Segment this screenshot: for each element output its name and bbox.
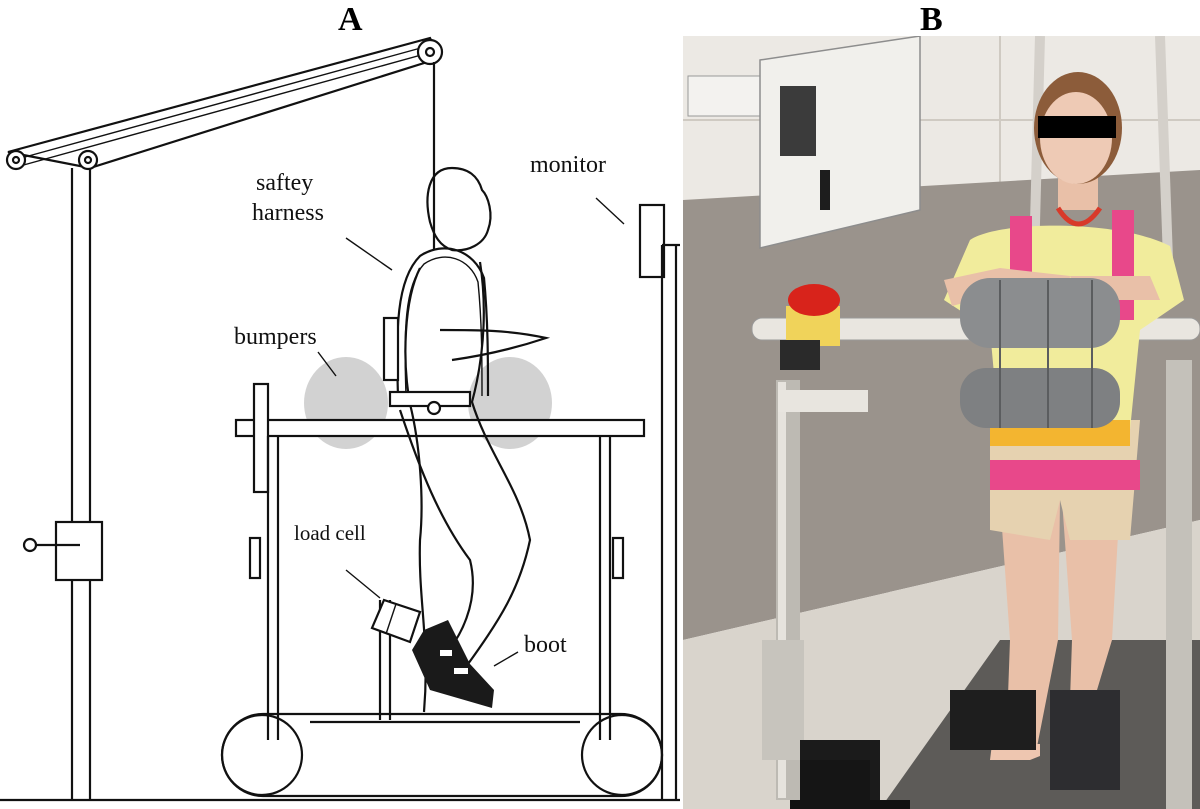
overhead-boom	[5, 36, 444, 171]
photo-monitor	[687, 36, 921, 249]
panel-b-label: B	[920, 1, 943, 38]
boot-label: boot	[524, 632, 567, 658]
harness-leader	[345, 237, 393, 271]
load-cell-leader	[345, 569, 381, 599]
safety-label-line1: saftey	[256, 170, 313, 196]
photo-bumpers	[960, 278, 1120, 428]
photo-emergency-stop	[780, 284, 840, 370]
photo-face-bar	[1038, 116, 1116, 138]
photo-rope-right	[1155, 36, 1173, 261]
bumpers-leader	[317, 351, 337, 377]
bumpers-label: bumpers	[234, 324, 317, 350]
load-cell-label: load cell	[294, 521, 366, 545]
panel-b-photo: B	[683, 1, 1200, 809]
boom-post	[22, 168, 104, 800]
panel-a-schematic: A	[0, 1, 680, 802]
photo-right-pole	[1166, 360, 1192, 809]
boot-leader	[493, 651, 519, 667]
treadmill-belt	[220, 712, 664, 798]
boot-drawing	[412, 620, 494, 708]
panel-a-label: A	[338, 1, 363, 38]
safety-harness-drawing	[382, 247, 490, 416]
monitor-label: monitor	[530, 152, 606, 178]
safety-label-line2: harness	[252, 200, 324, 226]
photo-floor-block	[950, 690, 1036, 750]
monitor-drawing	[638, 203, 680, 800]
monitor-leader	[595, 197, 625, 225]
load-cell-drawing	[370, 598, 422, 644]
